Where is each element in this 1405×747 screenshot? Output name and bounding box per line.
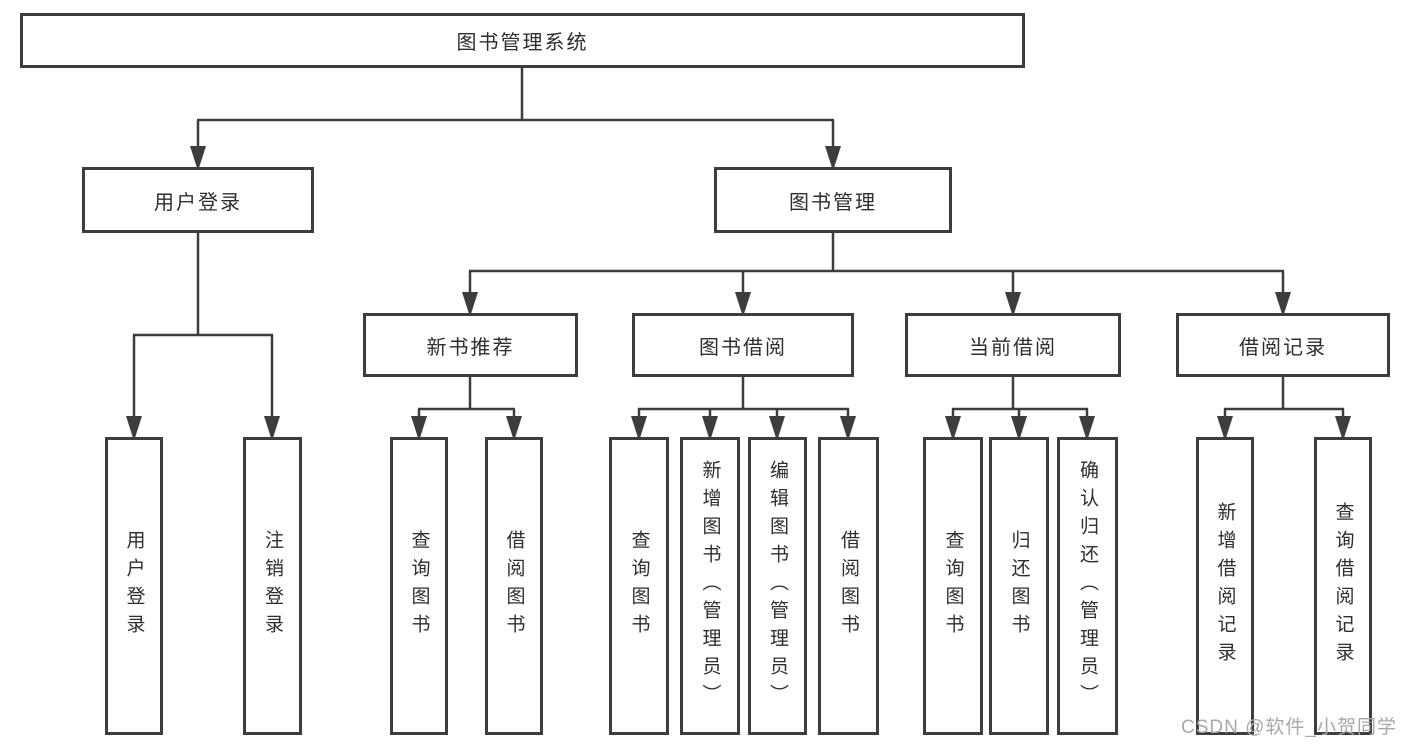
leaf-query-borrow-record: 查询借阅记录: [1314, 437, 1372, 735]
node-label: 借阅图书: [503, 530, 525, 642]
node-label: 查询图书: [628, 530, 650, 642]
node-new-book-recommendation: 新书推荐: [363, 313, 578, 377]
node-current-borrowing: 当前借阅: [905, 313, 1121, 377]
leaf-borrow-books-recommend: 借阅图书: [485, 437, 543, 735]
node-book-management: 图书管理: [714, 167, 952, 233]
node-user-login: 用户登录: [82, 167, 314, 233]
leaf-add-book-admin: 新增图书（管理员）: [680, 437, 740, 735]
node-label: 当前借阅: [969, 336, 1057, 359]
leaf-user-login: 用户登录: [105, 437, 163, 735]
node-label: 归还图书: [1008, 530, 1030, 642]
node-label: 用户登录: [154, 191, 242, 214]
node-label: 用户登录: [123, 530, 145, 642]
node-label: 图书管理系统: [456, 32, 589, 54]
leaf-return-book: 归还图书: [989, 437, 1049, 735]
csdn-watermark: CSDN @软件_小贺同学: [1181, 717, 1397, 738]
node-label: 新增借阅记录: [1214, 502, 1236, 670]
node-label: 借阅记录: [1239, 336, 1327, 359]
leaf-edit-book-admin: 编辑图书（管理员）: [748, 437, 807, 735]
leaf-confirm-return-admin: 确认归还（管理员）: [1057, 437, 1118, 735]
leaf-query-books-current: 查询图书: [923, 437, 983, 735]
node-label: 图书管理: [789, 191, 877, 214]
leaf-add-borrow-record: 新增借阅记录: [1196, 437, 1254, 735]
node-label: 新书推荐: [426, 336, 515, 359]
node-label: 图书借阅: [699, 336, 787, 359]
leaf-borrow-books-borrowing: 借阅图书: [818, 437, 879, 735]
node-label: 查询借阅记录: [1332, 502, 1354, 670]
node-borrowing-records: 借阅记录: [1176, 313, 1390, 377]
node-label: 确认归还（管理员）: [1077, 460, 1098, 712]
node-label: 借阅图书: [838, 530, 859, 642]
leaf-query-books-recommend: 查询图书: [390, 437, 448, 735]
node-book-borrowing: 图书借阅: [632, 313, 854, 377]
leaf-logout: 注销登录: [243, 437, 302, 735]
leaf-query-books-borrowing: 查询图书: [609, 437, 669, 735]
node-label: 编辑图书（管理员）: [767, 460, 788, 712]
node-library-management-system: 图书管理系统: [20, 13, 1025, 68]
node-label: 查询图书: [942, 530, 964, 642]
node-label: 新增图书（管理员）: [699, 460, 721, 712]
node-label: 注销登录: [262, 530, 283, 642]
node-label: 查询图书: [408, 530, 430, 642]
